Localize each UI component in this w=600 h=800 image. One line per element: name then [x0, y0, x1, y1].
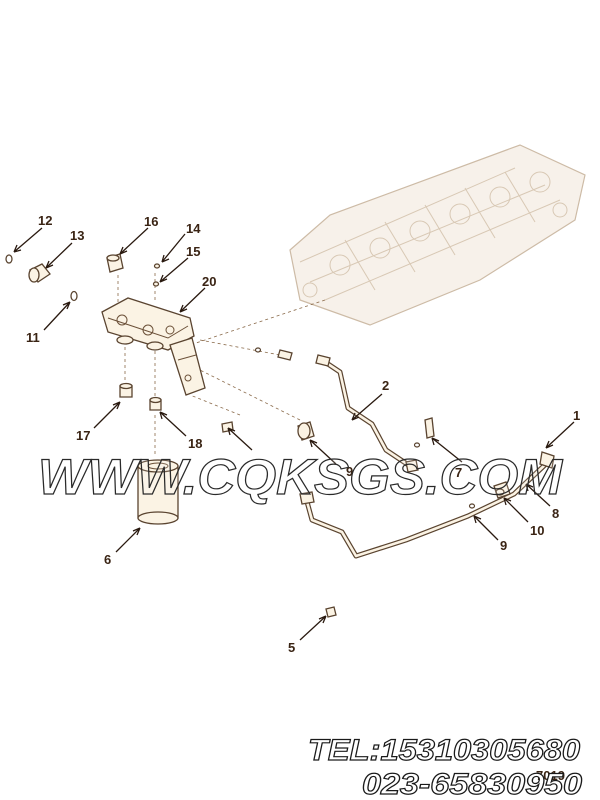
part-2-tube: [277, 349, 413, 469]
watermark-tel2: 023-65830950: [362, 768, 582, 800]
part-1-tube: [299, 451, 555, 559]
callout-1: 1: [573, 408, 580, 423]
part-13-adapter: [28, 263, 51, 283]
watermark-tel: TEL:15310305680: [308, 734, 580, 767]
part-18-plug: [149, 396, 162, 411]
callout-20: 20: [202, 274, 216, 289]
callout-18: 18: [188, 436, 202, 451]
callout-9-lower: 9: [500, 538, 507, 553]
part-14-plug: [153, 263, 161, 269]
callout-8: 8: [552, 506, 559, 521]
callout-2: 2: [382, 378, 389, 393]
callout-12: 12: [38, 213, 52, 228]
bolts: [221, 347, 476, 509]
part-10-washer: [495, 488, 505, 496]
callout-arrows: [13, 227, 575, 641]
part-15-plug: [152, 281, 160, 287]
part-11-o-ring: [70, 290, 78, 302]
callout-5: 5: [288, 640, 295, 655]
callout-16: 16: [144, 214, 158, 229]
callout-17: 17: [76, 428, 90, 443]
part-16-fitting: [106, 253, 124, 273]
callout-labels: 12 13 16 14 15 20 11 17 18 6 2 1 9 7 8 1…: [26, 213, 580, 655]
callout-14: 14: [186, 221, 201, 236]
callout-10: 10: [530, 523, 544, 538]
callout-13: 13: [70, 228, 84, 243]
watermark-site: WWW.CQKSGS.COM: [38, 449, 563, 505]
callout-7: 7: [455, 465, 462, 480]
part-6-filter: [137, 459, 179, 525]
callout-9-upper: 9: [346, 464, 353, 479]
part-17-plug: [119, 382, 133, 398]
leader-lines: [117, 270, 326, 455]
callout-6: 6: [104, 552, 111, 567]
part-12-o-ring: [5, 254, 13, 264]
part-7-fitting: [297, 421, 315, 441]
figure-code: 7019: [536, 768, 565, 783]
callout-11: 11: [26, 330, 40, 345]
callout-15: 15: [186, 244, 200, 259]
cylinder-head-illustration: [289, 144, 586, 326]
part-5-screw: [325, 606, 337, 618]
part-20-filter-head: [101, 297, 206, 396]
